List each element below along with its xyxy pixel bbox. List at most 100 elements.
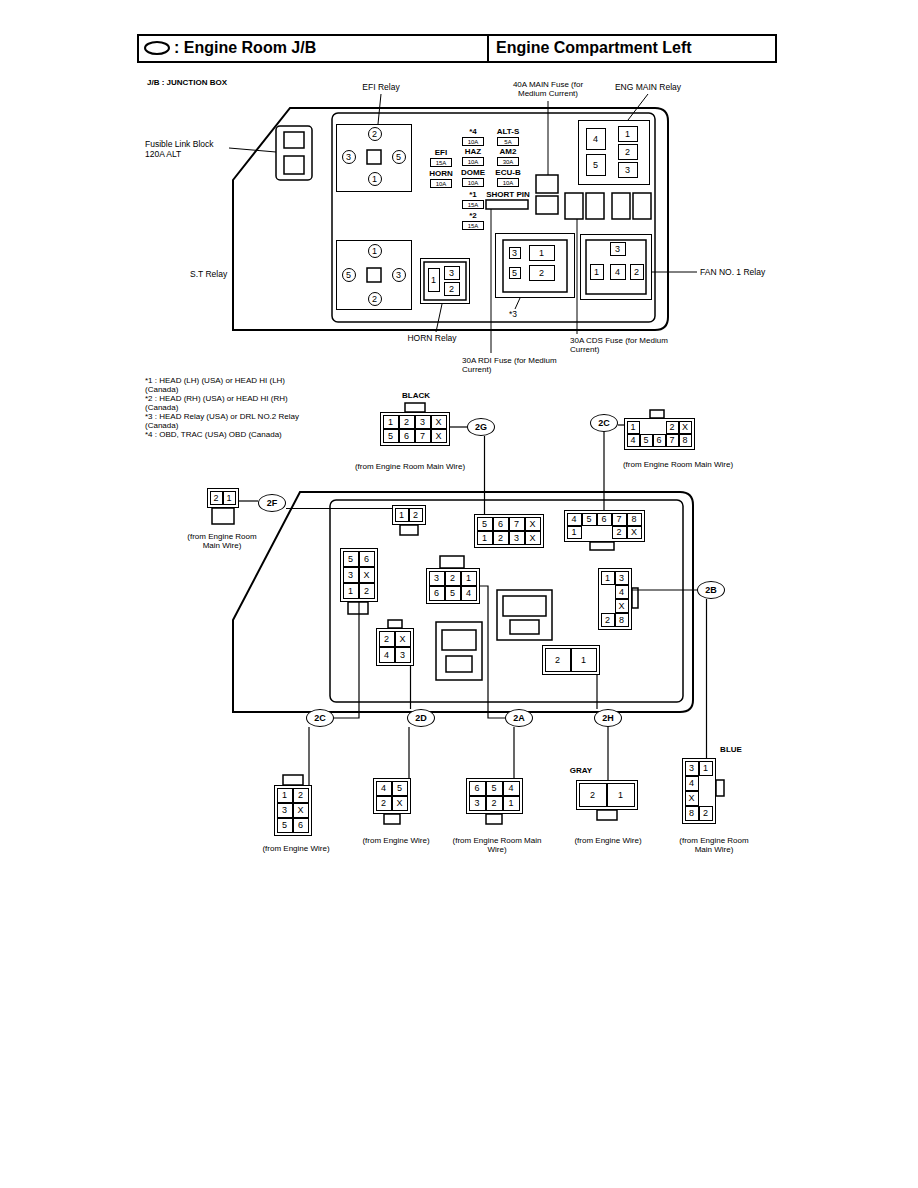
connector-body: [212, 508, 234, 524]
fuse-rating: 10A: [468, 139, 479, 145]
relay: 3142: [580, 234, 652, 300]
leader-line: [652, 272, 697, 273]
wire-line: [513, 727, 514, 778]
fuse: 10A: [462, 137, 484, 146]
wire-line: [450, 426, 467, 427]
part-name: ENG MAIN Relay: [605, 83, 691, 93]
connector-caption: (from Engine Room Main Wire): [340, 462, 480, 471]
pin-number: 5: [392, 150, 406, 164]
medium-fuse: [612, 193, 630, 219]
fuse-rating: 10A: [503, 180, 514, 186]
connector-cavity: [446, 656, 472, 672]
pin-number: 4: [461, 586, 477, 601]
fuse-name: *1: [462, 190, 484, 199]
pin-number: 1: [601, 571, 615, 585]
pin-number: 6: [399, 429, 415, 443]
fuse-rating: 15A: [468, 202, 479, 208]
pin-number: 3: [342, 150, 356, 164]
wire-color: BLACK: [398, 391, 434, 400]
pin-number: 2: [379, 631, 395, 647]
leader-line: [515, 298, 520, 309]
pin-number: 1: [277, 788, 293, 803]
wire-line: [308, 727, 309, 785]
relay: 2351: [336, 124, 412, 192]
relay-core: [367, 150, 381, 164]
connector-code: 2D: [415, 714, 427, 723]
connector-code: 2G: [475, 423, 487, 432]
connector-latch: [716, 780, 724, 796]
connector-code: 2H: [602, 714, 614, 723]
pin-number: 8: [615, 613, 629, 627]
fuse-rating: 15A: [468, 223, 479, 229]
wire-line: [286, 508, 392, 509]
wire-line: [408, 727, 409, 778]
fuse-rating: 10A: [468, 159, 479, 165]
connector-latch: [590, 542, 614, 550]
connector-code-circle: 2C: [306, 709, 334, 727]
footnote: *2 : HEAD (RH) (USA) or HEAD HI (RH) (Ca…: [145, 394, 310, 412]
relay-inner-frame: [503, 240, 567, 292]
fuse-rating: 10A: [468, 180, 479, 186]
pin-number: 6: [469, 781, 486, 796]
connector-tab: [283, 775, 303, 785]
header-subtitle: Engine Compartment Left: [496, 39, 771, 57]
connector: 12X45678: [624, 418, 695, 450]
pin-number: 1: [503, 796, 520, 811]
connector-code-circle: 2C: [590, 414, 618, 432]
pin-number: X: [392, 796, 408, 811]
pin-number: 4: [376, 781, 392, 796]
connector-code: 2B: [705, 586, 717, 595]
short-pin: [486, 200, 528, 209]
pin-number: 5: [392, 781, 408, 796]
pin-number: 4: [503, 781, 520, 796]
wire-color: BLUE: [716, 745, 746, 754]
pin-number: 6: [597, 513, 612, 526]
fuse: 10A: [462, 178, 484, 187]
pin-number: 5: [343, 551, 359, 567]
relay-core: [367, 268, 381, 282]
wire-line: [603, 432, 604, 510]
connector-latch: [384, 814, 400, 824]
part-name: HORN Relay: [400, 334, 464, 344]
fuse-name: HAZ: [462, 147, 484, 156]
fuse: 10A: [497, 178, 519, 187]
leader-line: [229, 148, 276, 152]
pin-number: 4: [610, 264, 626, 280]
wire-line: [607, 727, 608, 780]
pin-number: 2: [630, 264, 644, 280]
pin-number: 3: [509, 531, 525, 545]
fuse-rating: 10A: [436, 181, 447, 187]
pin-number: 2: [399, 415, 415, 429]
pin-number: 2: [612, 526, 627, 539]
pin-number: 7: [509, 517, 525, 531]
relay-inner-frame: [586, 240, 646, 294]
pin-number: X: [293, 803, 309, 818]
pin-number: 4: [379, 647, 395, 663]
connector-caption: (from Engine Wire): [346, 836, 446, 845]
pin-number: X: [431, 429, 447, 443]
connector-code-circle: 2G: [467, 418, 495, 436]
leader-line: [436, 304, 442, 332]
pin-number: 2: [368, 127, 382, 141]
leader-line: [628, 94, 648, 120]
pin-number: 5: [445, 586, 461, 601]
pin-number: 2: [666, 421, 679, 434]
part-name: 30A RDI Fuse (for Medium Current): [462, 356, 562, 374]
pin-number: 3: [277, 803, 293, 818]
pin-number: 2: [601, 613, 615, 627]
pin-number: 7: [415, 429, 431, 443]
part-name: Fusible Link Block 120A ALT: [145, 140, 227, 160]
pin-number: 1: [461, 571, 477, 586]
fuse-rating: 15A: [436, 160, 447, 166]
junction-box-outline: [233, 108, 668, 330]
part-name: FAN NO. 1 Relay: [700, 268, 790, 278]
wire-line: [410, 666, 411, 709]
wire-line: [480, 586, 505, 718]
pin-number: X: [525, 517, 541, 531]
connector-tab: [388, 620, 402, 628]
pin-number: 3: [618, 162, 638, 178]
pin-number: 1: [607, 783, 635, 807]
pin-number: 2: [699, 806, 713, 821]
header-frame: [138, 35, 776, 62]
pin-number: X: [615, 599, 629, 613]
